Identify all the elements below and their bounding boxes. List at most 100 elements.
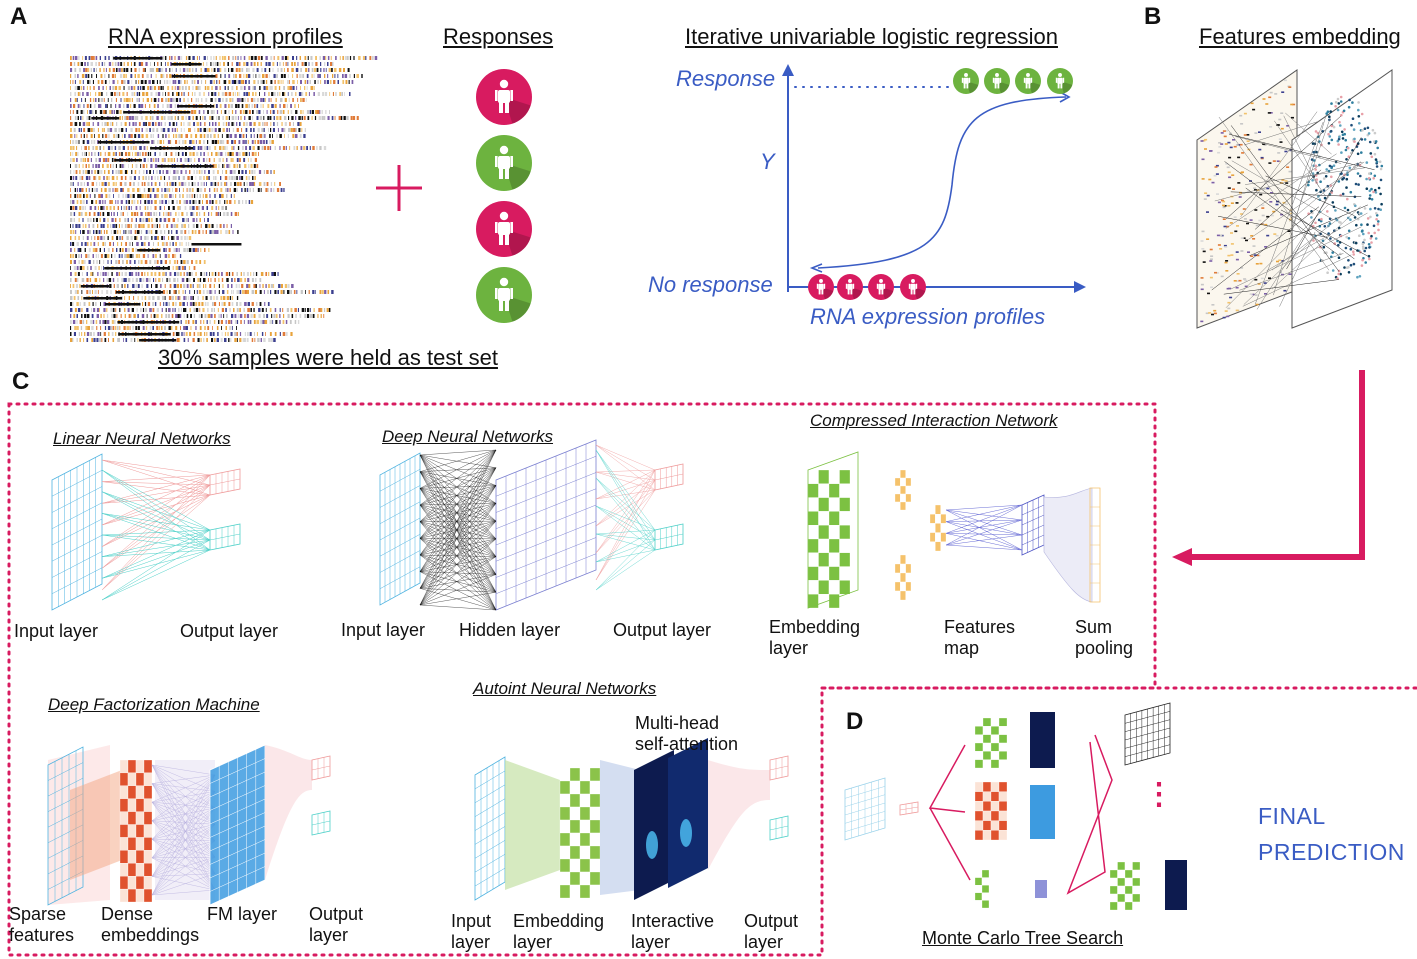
regression-title: Iterative univariable logistic regressio… [685, 24, 1058, 49]
response-person-icon [476, 135, 532, 191]
panel-label-c: C [12, 368, 30, 395]
autoint-attention-label: Multi-head self-attention [635, 713, 739, 754]
dnn-input-label: Input layer [341, 620, 426, 640]
logistic-plot [782, 64, 1086, 300]
linear-nn-graphic [51, 453, 241, 611]
attention-hotspot [680, 819, 692, 847]
lnn-output-label: Output layer [180, 621, 279, 641]
autoint-output-label: Output layer [744, 911, 799, 952]
autoint-title: Autoint Neural Networks [473, 679, 657, 698]
response-axis-label: Response [676, 66, 776, 91]
dnn-title: Deep Neural Networks [382, 427, 554, 446]
autoint-input-grid [474, 756, 506, 901]
panel-b-to-c-arrow [1172, 370, 1365, 566]
attention-heatmap [634, 750, 674, 900]
cin-feature-map-2 [929, 504, 947, 552]
cin-pooling-label: Sum pooling [1075, 617, 1134, 658]
lnn-input-label: Input layer [14, 621, 99, 641]
deep-nn-graphic [379, 439, 684, 611]
dfm-dense-checker [119, 759, 153, 903]
response-person-icon [476, 267, 532, 323]
autoint-output-teal [769, 815, 789, 841]
cin-features-label: Features map [944, 617, 1016, 658]
no-response-person-icon [868, 274, 894, 300]
autoint-output-pink [769, 755, 789, 781]
dnn-input-grid [379, 452, 421, 606]
response-person-icon [984, 68, 1010, 94]
panel-label-b: B [1144, 3, 1162, 30]
dnn-hidden-grid [495, 439, 597, 611]
autoint-input-label: Input layer [451, 911, 492, 952]
cin-conv-block [1021, 494, 1045, 556]
features-embedding-title: Features embedding [1199, 24, 1401, 49]
mcts-root-model [844, 777, 886, 841]
dfm-output-label: Output layer [309, 904, 364, 945]
mcts-leaf-autoint [1109, 861, 1141, 911]
dfm-sparse-label: Sparse features [9, 904, 75, 945]
autoint-interactive-label: Interactive layer [631, 911, 715, 952]
dfm-fm-label: FM layer [207, 904, 278, 924]
dnn-output-teal [654, 523, 684, 551]
response-person-icon [953, 68, 979, 94]
dnn-links-pink [595, 444, 656, 581]
dfm-dense-label: Dense embeddings [101, 904, 200, 945]
no-response-person-icon [808, 274, 834, 300]
no-response-person-icon [476, 69, 532, 125]
attention-hotspot [646, 831, 658, 859]
cin-feature-map-3 [894, 554, 912, 601]
response-icons [476, 69, 532, 323]
rna-profiles-title: RNA expression profiles [108, 24, 343, 49]
responses-title: Responses [443, 24, 554, 49]
panel-c-border [7, 402, 1417, 957]
panel-label-a: A [10, 3, 28, 30]
attention-heatmap [668, 738, 708, 888]
cin-embedding-label: Embedding layer [769, 617, 861, 658]
output-node-teal [209, 523, 241, 551]
no-response-person-icon [476, 201, 532, 257]
autoint-embedding-checker [559, 767, 601, 899]
cin-links [945, 504, 1023, 551]
mcts-graphic [844, 702, 1187, 911]
mcts-node-dnn [1124, 702, 1171, 766]
lnn-title: Linear Neural Networks [53, 429, 231, 448]
autoint-graphic [474, 738, 789, 901]
dfm-title: Deep Factorization Machine [48, 695, 260, 714]
mcts-root-out [899, 801, 919, 816]
cin-sum-pooling-bar [1089, 487, 1101, 603]
dnn-output-label: Output layer [613, 620, 712, 640]
deepfm-graphic [47, 744, 331, 906]
mcts-node-autoint [974, 717, 1008, 769]
output-node-pink [209, 468, 241, 496]
dnn-output-pink [654, 463, 684, 491]
autoint-embedding-label: Embedding layer [513, 911, 605, 952]
dnn-links-teal [595, 449, 656, 591]
cin-embedding-checker [807, 469, 851, 609]
dfm-links [151, 764, 216, 896]
mcts-node-cin [974, 869, 990, 909]
input-layer-grid [51, 453, 103, 611]
features-embedding-graphic [1196, 69, 1393, 329]
test-set-note: 30% samples were held as test set [158, 345, 498, 370]
cin-graphic [807, 451, 1101, 609]
cin-title: Compressed Interaction Network [810, 411, 1058, 430]
mcts-node-deepfm [974, 781, 1008, 841]
no-response-person-icon [900, 274, 926, 300]
dfm-output-teal [311, 810, 331, 836]
response-person-icon [1015, 68, 1041, 94]
cin-feature-map-1 [894, 469, 912, 511]
dnn-dense-links [419, 449, 497, 611]
no-response-person-icon [837, 274, 863, 300]
dnn-hidden-label: Hidden layer [459, 620, 561, 640]
x-axis-label: RNA expression profiles [810, 304, 1046, 329]
final-prediction-label: FINAL PREDICTION [1258, 803, 1405, 865]
response-person-icon [1047, 68, 1073, 94]
mcts-label: Monte Carlo Tree Search [922, 928, 1124, 948]
panel-label-d: D [846, 708, 864, 735]
y-axis-label: Y [760, 149, 775, 174]
no-response-axis-label: No response [648, 272, 773, 297]
rna-barcode-rows [70, 56, 378, 342]
more-models-ellipsis: ⋮ [1144, 778, 1174, 811]
lnn-links-pink [101, 459, 211, 591]
